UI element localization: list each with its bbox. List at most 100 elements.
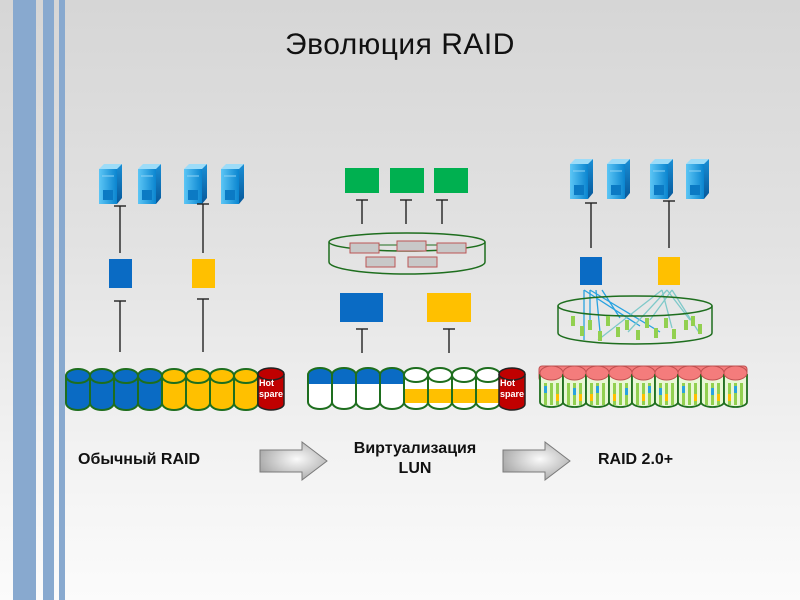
chunk bbox=[682, 383, 685, 405]
chunk-used bbox=[717, 394, 720, 401]
chunk bbox=[602, 383, 605, 405]
raid20-disk bbox=[539, 365, 564, 408]
chunk-pool bbox=[557, 295, 713, 345]
stage-label-raid20: RAID 2.0+ bbox=[598, 451, 674, 468]
decor-stripe-1 bbox=[13, 0, 36, 600]
chunk bbox=[672, 329, 676, 339]
raid-disk bbox=[331, 367, 357, 410]
lun-box bbox=[658, 257, 680, 285]
lun-box bbox=[580, 257, 602, 285]
hot-spare-label: spare bbox=[500, 389, 524, 399]
virtual-lun-box bbox=[345, 168, 379, 193]
chunk bbox=[664, 318, 668, 328]
chunk-used bbox=[625, 388, 628, 395]
lun-disk-link bbox=[114, 300, 126, 352]
chunk bbox=[740, 383, 743, 405]
chunk-used bbox=[556, 394, 559, 401]
vlun-pool-link bbox=[436, 199, 448, 224]
chunk bbox=[619, 383, 622, 405]
host-lun-link bbox=[114, 205, 126, 253]
raid-disk bbox=[355, 367, 381, 410]
virtual-lun-box bbox=[390, 168, 424, 193]
server-icon bbox=[607, 159, 630, 199]
chunk bbox=[571, 316, 575, 326]
hot-spare-label: Hot bbox=[259, 378, 274, 388]
raid-group-box bbox=[340, 293, 383, 322]
chunk bbox=[596, 383, 599, 405]
chunk bbox=[625, 320, 629, 330]
raid20-disk bbox=[654, 365, 679, 408]
chunk-used bbox=[694, 394, 697, 401]
raid-disk bbox=[65, 368, 91, 411]
chunk bbox=[734, 383, 737, 405]
pool-block bbox=[396, 240, 427, 252]
chunk-used bbox=[728, 394, 731, 401]
chunk-link bbox=[601, 289, 621, 319]
pool-block bbox=[407, 256, 438, 268]
chunk bbox=[648, 383, 651, 405]
vlun-pool-link bbox=[356, 199, 368, 224]
chunk bbox=[691, 316, 695, 326]
chunk bbox=[616, 327, 620, 337]
chunk bbox=[688, 383, 691, 405]
pool-block bbox=[365, 256, 396, 268]
storage-pool bbox=[328, 232, 486, 275]
host-lun-link bbox=[663, 200, 675, 248]
chunk-used bbox=[596, 386, 599, 393]
chunk-used bbox=[613, 394, 616, 401]
chunk-link bbox=[666, 289, 691, 321]
chunk bbox=[588, 320, 592, 330]
slide-title: Эволюция RAID bbox=[285, 28, 515, 61]
raid-disk bbox=[185, 368, 211, 411]
raid-disk bbox=[475, 367, 501, 410]
host-lun-link bbox=[197, 203, 209, 253]
chunk bbox=[684, 320, 688, 330]
raid-disk bbox=[89, 368, 115, 411]
virtual-lun-box bbox=[434, 168, 468, 193]
chunk-used bbox=[665, 394, 668, 401]
raid20-disk bbox=[608, 365, 633, 408]
raid20-disk bbox=[585, 365, 610, 408]
chunk-used bbox=[648, 386, 651, 393]
raid-disk bbox=[403, 367, 429, 410]
chunk bbox=[654, 328, 658, 338]
chunk-link bbox=[583, 289, 641, 327]
raid-disk bbox=[451, 367, 477, 410]
raid-disk bbox=[307, 367, 333, 410]
group-disk-link bbox=[443, 328, 455, 353]
chunk bbox=[544, 383, 547, 405]
raid-disk bbox=[379, 367, 405, 410]
raid-disk bbox=[209, 368, 235, 411]
pool-block bbox=[436, 242, 467, 254]
raid20-disk bbox=[631, 365, 656, 408]
chunk bbox=[598, 331, 602, 341]
chunk-used bbox=[573, 388, 576, 395]
chunk-used bbox=[590, 394, 593, 401]
raid20-disk bbox=[562, 365, 587, 408]
server-icon bbox=[686, 159, 709, 199]
lun-box bbox=[109, 259, 132, 288]
hot-spare-label: Hot bbox=[500, 378, 515, 388]
server-icon bbox=[570, 159, 593, 199]
raid-disk bbox=[113, 368, 139, 411]
chunk bbox=[550, 383, 553, 405]
raid-disk bbox=[137, 368, 163, 411]
chunk bbox=[671, 383, 674, 405]
stage-label-classic-raid: Обычный RAID bbox=[78, 451, 200, 468]
stage-label-lun-virtualization-line2: LUN bbox=[398, 460, 432, 477]
chunk bbox=[567, 383, 570, 405]
arrow-virtual-to-raid20 bbox=[502, 441, 571, 481]
chunk-used bbox=[642, 394, 645, 401]
arrow-classic-to-virtual bbox=[259, 441, 328, 481]
chunk-used bbox=[659, 388, 662, 395]
decor-stripe-3 bbox=[59, 0, 65, 600]
chunk bbox=[580, 326, 584, 336]
raid-group-box bbox=[427, 293, 471, 322]
server-icon bbox=[650, 159, 673, 199]
raid-disk bbox=[427, 367, 453, 410]
chunk-used bbox=[682, 386, 685, 393]
server-icon bbox=[221, 164, 244, 204]
